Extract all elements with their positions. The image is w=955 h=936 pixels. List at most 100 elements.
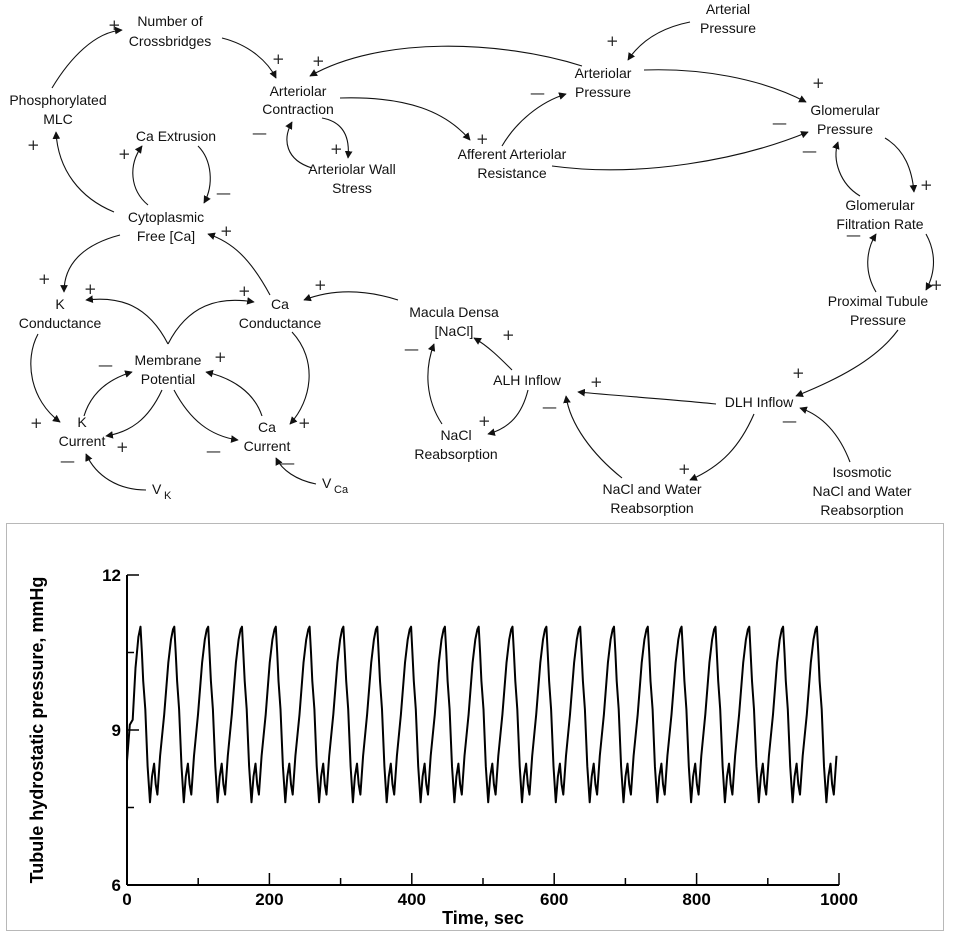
edge-kcond-to-kcurrent	[30, 333, 61, 423]
node-phos-mlc-line1: Phosphorylated	[9, 92, 106, 108]
node-cytoplasmic-ca-line1: Cytoplasmic	[128, 209, 204, 225]
edge-isosmotic-to-dlh	[799, 406, 851, 463]
node-nacl-water-line2: Reabsorption	[610, 500, 693, 516]
node-nacl-reabsorption-line1: NaCl	[440, 427, 471, 443]
edge-gfr-to-proximal	[925, 233, 935, 291]
edge-cytoca-to-mlc	[52, 131, 115, 213]
node-vk-sub: K	[164, 490, 172, 502]
sign-plus: +	[476, 130, 489, 148]
edge-wallstress-to-contraction	[285, 121, 313, 169]
node-gfr-line1: Glomerular	[845, 197, 915, 213]
edge-macula-to-cacond	[303, 291, 399, 302]
diagram-edges	[30, 21, 935, 491]
sign-plus: +	[84, 280, 97, 298]
node-arteriolar-pressure-line2: Pressure	[575, 84, 631, 100]
edge-contraction-to-wallstress	[321, 117, 353, 159]
edge-glomerular-to-gfr	[884, 137, 918, 193]
node-macula-densa-line2: [NaCl]	[435, 323, 474, 339]
node-isosmotic-line1: Isosmotic	[832, 464, 891, 480]
sign-minus: —	[60, 452, 75, 470]
node-ca-extrusion-line1: Ca Extrusion	[136, 128, 216, 144]
sign-minus: —	[216, 184, 231, 202]
edge-crossbridges-to-contraction	[221, 37, 277, 79]
node-gfr-line2: Filtration Rate	[836, 216, 923, 232]
edge-nacl-water-to-alh	[563, 395, 623, 479]
node-vk: V K	[152, 481, 172, 502]
edge-arterial-to-arteriolar	[627, 21, 691, 61]
edge-cytoca-to-kcond	[60, 234, 121, 293]
node-ca-current: Ca Current	[244, 419, 291, 454]
edge-gfr-to-glomerular	[832, 141, 861, 197]
sign-minus: —	[404, 340, 419, 358]
sign-plus: +	[312, 52, 325, 70]
edge-nacl-reab-to-macula	[427, 343, 443, 425]
sign-plus: +	[678, 460, 691, 478]
node-arterial-pressure-line1: Arterial	[706, 1, 750, 17]
node-isosmotic: Isosmotic NaCl and Water Reabsorption	[812, 464, 911, 518]
node-proximal-tubule-pressure: Proximal Tubule Pressure	[828, 293, 929, 328]
sign-plus: +	[930, 276, 943, 294]
edge-dlh-to-alh	[577, 388, 717, 405]
sign-plus: +	[108, 16, 121, 34]
node-cytoplasmic-ca-line2: Free [Ca]	[137, 228, 195, 244]
node-arteriolar-pressure: Arteriolar Pressure	[575, 65, 632, 100]
x-tick-label: 0	[122, 890, 131, 909]
node-macula-densa-line1: Macula Densa	[409, 304, 499, 320]
sign-minus: —	[802, 142, 817, 160]
sign-plus: +	[812, 74, 825, 92]
edge-proximal-to-gfr	[867, 233, 877, 293]
node-k-conductance-line2: Conductance	[19, 315, 102, 331]
edge-mp-to-cacurrent	[173, 389, 239, 443]
sign-plus: +	[314, 276, 327, 294]
sign-plus: +	[590, 373, 603, 391]
node-glomerular-pressure: Glomerular Pressure	[810, 102, 880, 137]
node-vca-main: V	[322, 475, 332, 491]
sign-plus: +	[118, 145, 131, 163]
sign-minus: —	[542, 398, 557, 416]
edge-mp-to-kcond	[85, 295, 169, 345]
node-wall-stress-line2: Stress	[332, 180, 372, 196]
y-tick-label: 9	[112, 721, 121, 740]
sign-plus: +	[606, 32, 619, 50]
node-nacl-reabsorption-line2: Reabsorption	[414, 446, 497, 462]
node-crossbridges-line1: Number of	[137, 13, 202, 29]
node-afferent-resistance: Afferent Arteriolar Resistance	[458, 146, 567, 181]
node-dlh-inflow: DLH Inflow	[725, 394, 794, 410]
node-macula-densa: Macula Densa [NaCl]	[409, 304, 499, 339]
sign-minus: —	[846, 226, 861, 244]
node-wall-stress-line1: Arteriolar Wall	[308, 161, 395, 177]
node-k-current-line1: K	[77, 414, 87, 430]
sign-plus: +	[220, 222, 233, 240]
sign-plus: +	[30, 414, 43, 432]
sign-plus: +	[38, 270, 51, 288]
node-isosmotic-line2: NaCl and Water	[812, 483, 911, 499]
node-crossbridges-line2: Crossbridges	[129, 33, 211, 49]
sign-plus: +	[920, 176, 933, 194]
edge-mp-to-cacond	[167, 297, 255, 345]
sign-plus: +	[502, 326, 515, 344]
node-nacl-reabsorption: NaCl Reabsorption	[414, 427, 497, 462]
sign-minus: —	[772, 114, 787, 132]
x-tick-label: 600	[540, 890, 568, 909]
node-isosmotic-line3: Reabsorption	[820, 502, 903, 518]
edge-cacond-to-cytoca	[207, 232, 271, 296]
node-k-current-line2: Current	[59, 433, 106, 449]
node-afferent-resistance-line1: Afferent Arteriolar	[458, 146, 567, 162]
node-phos-mlc-line2: MLC	[43, 111, 73, 127]
node-arteriolar-wall-stress: Arteriolar Wall Stress	[308, 161, 395, 196]
sign-plus: +	[238, 282, 251, 300]
node-afferent-resistance-line2: Resistance	[477, 165, 546, 181]
node-alh-inflow-line1: ALH Inflow	[493, 372, 562, 388]
edge-resistance-to-glomerular	[551, 131, 809, 171]
node-k-conductance-line1: K	[55, 296, 65, 312]
edge-kcurrent-to-mp	[83, 370, 133, 417]
node-ca-extrusion: Ca Extrusion	[136, 128, 216, 144]
node-membrane-potential-line1: Membrane	[135, 352, 202, 368]
sign-plus: +	[272, 50, 285, 68]
node-alh-inflow: ALH Inflow	[493, 372, 562, 388]
edge-resistance-to-arteriolarp	[501, 92, 567, 147]
sign-minus: —	[530, 84, 545, 102]
edge-vk-to-kcurrent	[85, 453, 147, 491]
x-tick-label: 800	[682, 890, 710, 909]
